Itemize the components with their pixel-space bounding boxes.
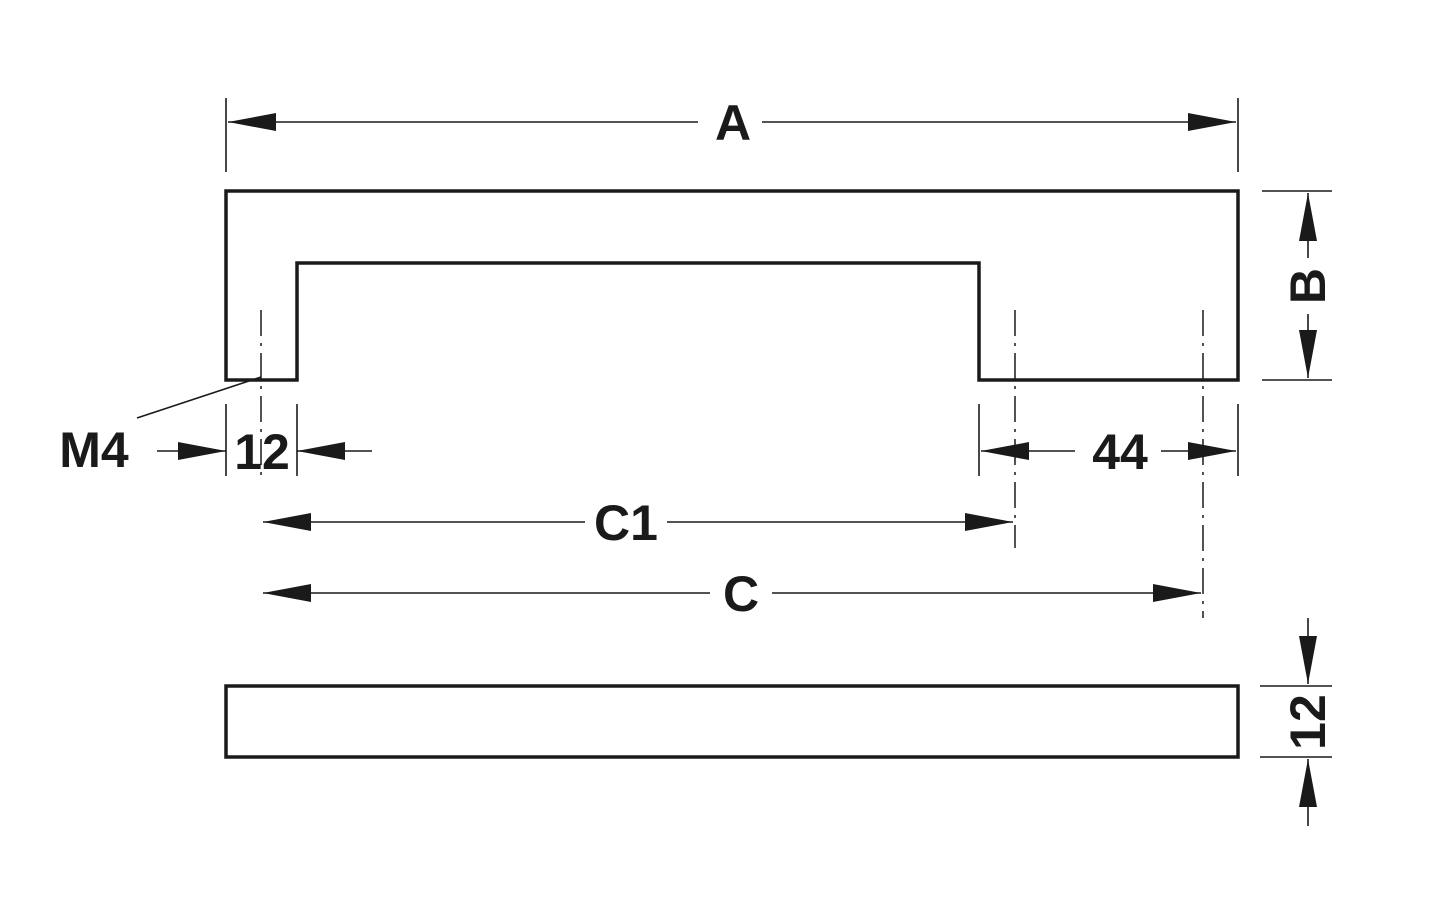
label-44: 44 <box>1092 424 1148 480</box>
dimension-12-left-leg: 12 <box>157 404 372 480</box>
dimension-a: A <box>225 95 1239 172</box>
label-a: A <box>715 95 751 151</box>
label-b: B <box>1280 268 1336 304</box>
dimension-c: C <box>263 566 1201 622</box>
label-c1: C1 <box>594 495 658 551</box>
dimension-c1: C1 <box>263 495 1013 551</box>
label-c: C <box>723 566 759 622</box>
label-12-leg: 12 <box>234 424 290 480</box>
dimension-b: B <box>1262 190 1336 381</box>
label-12-thickness: 12 <box>1280 694 1336 750</box>
handle-side-view <box>224 684 1240 759</box>
dimension-44-right-leg: 44 <box>978 404 1239 480</box>
handle-front-view <box>224 189 1240 382</box>
thread-callout-m4: M4 <box>59 376 262 478</box>
label-m4: M4 <box>59 422 129 478</box>
dimension-12-thickness: 12 <box>1260 618 1336 826</box>
